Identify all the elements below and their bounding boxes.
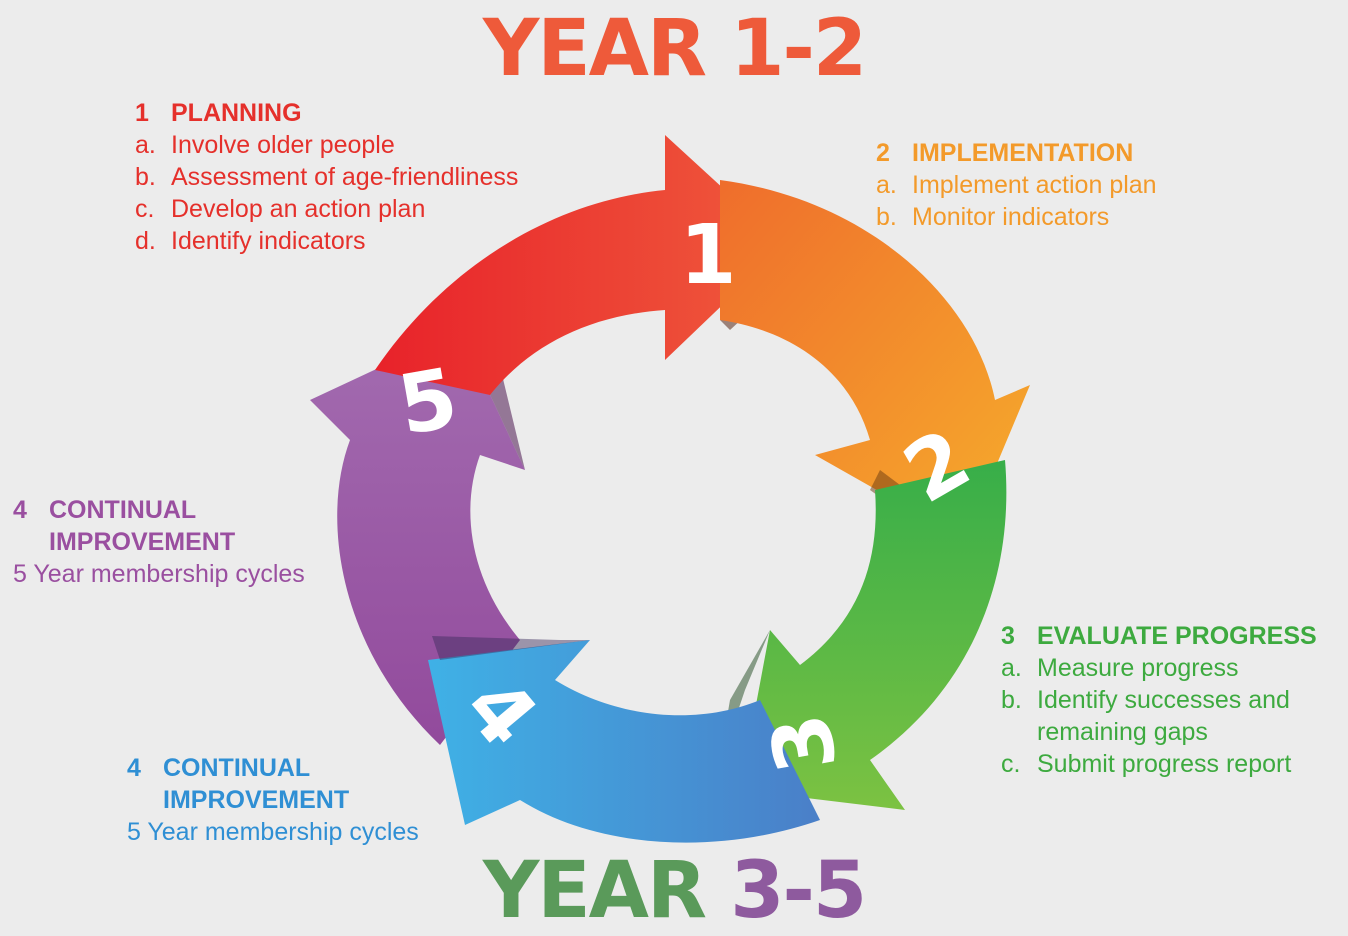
step-3-heading: EVALUATE PROGRESS: [1037, 622, 1317, 650]
step-4b-number: 4: [127, 754, 141, 782]
step-2-number: 2: [876, 139, 890, 167]
cycle-number-1: 1: [679, 208, 736, 303]
title-bottom-part2: 3-5: [730, 846, 867, 936]
list-item: c.Develop an action plan: [135, 195, 426, 223]
cycle-segment-4: [428, 636, 820, 843]
step-4p-number: 4: [13, 496, 27, 524]
list-item: c.Submit progress report: [1001, 750, 1292, 778]
list-item: remaining gaps: [1037, 718, 1208, 746]
list-item: a.Involve older people: [135, 131, 395, 159]
step-1-number: 1: [135, 99, 149, 127]
list-item: b.Monitor indicators: [876, 203, 1110, 231]
step-3-number: 3: [1001, 622, 1015, 650]
list-item: a.Implement action plan: [876, 171, 1157, 199]
title-bottom-part1: YEAR: [482, 846, 731, 936]
list-item: b.Identify successes and: [1001, 686, 1290, 714]
step-2-heading: IMPLEMENTATION: [912, 139, 1134, 167]
title-year-3-5: YEAR 3-5: [0, 852, 1348, 930]
step-4p-text: 5 Year membership cycles: [13, 560, 305, 588]
step-4b-heading-line1: CONTINUAL: [163, 754, 311, 782]
step-4b-text: 5 Year membership cycles: [127, 818, 419, 846]
list-item: a.Measure progress: [1001, 654, 1239, 682]
step-4b-heading-line2: IMPROVEMENT: [163, 786, 350, 814]
step-4-continual-improvement-purple: 4 CONTINUAL IMPROVEMENT 5 Year membership…: [13, 494, 305, 590]
step-4p-heading-line1: CONTINUAL: [49, 496, 197, 524]
step-4p-heading-line2: IMPROVEMENT: [49, 528, 236, 556]
list-item: d.Identify indicators: [135, 227, 366, 255]
list-item: b.Assessment of age-friendliness: [135, 163, 519, 191]
title-year-1-2: YEAR 1-2: [482, 4, 867, 94]
step-4-continual-improvement-blue: 4 CONTINUAL IMPROVEMENT 5 Year membership…: [127, 752, 419, 848]
cycle-segment-3: [718, 460, 1007, 810]
step-3-evaluate-progress: 3 EVALUATE PROGRESS a.Measure progress b.…: [1001, 620, 1317, 780]
step-1-heading: PLANNING: [171, 99, 302, 127]
step-1-planning: 1 PLANNING a.Involve older people b.Asses…: [135, 97, 518, 257]
